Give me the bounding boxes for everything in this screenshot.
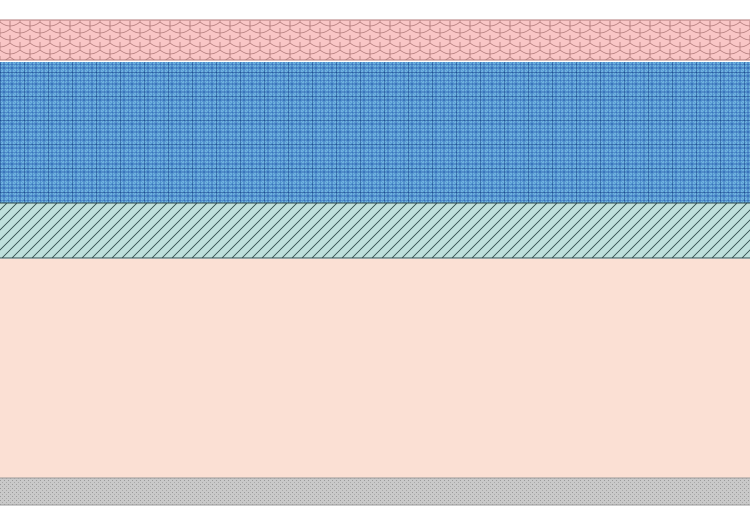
layer-peach-body: [0, 259, 750, 478]
layer-roof-tiles: [0, 19, 750, 61]
layer-teal-hatch: [0, 202, 750, 259]
layer-gray-base: [0, 477, 750, 506]
layer-blue-mesh: [0, 62, 750, 203]
